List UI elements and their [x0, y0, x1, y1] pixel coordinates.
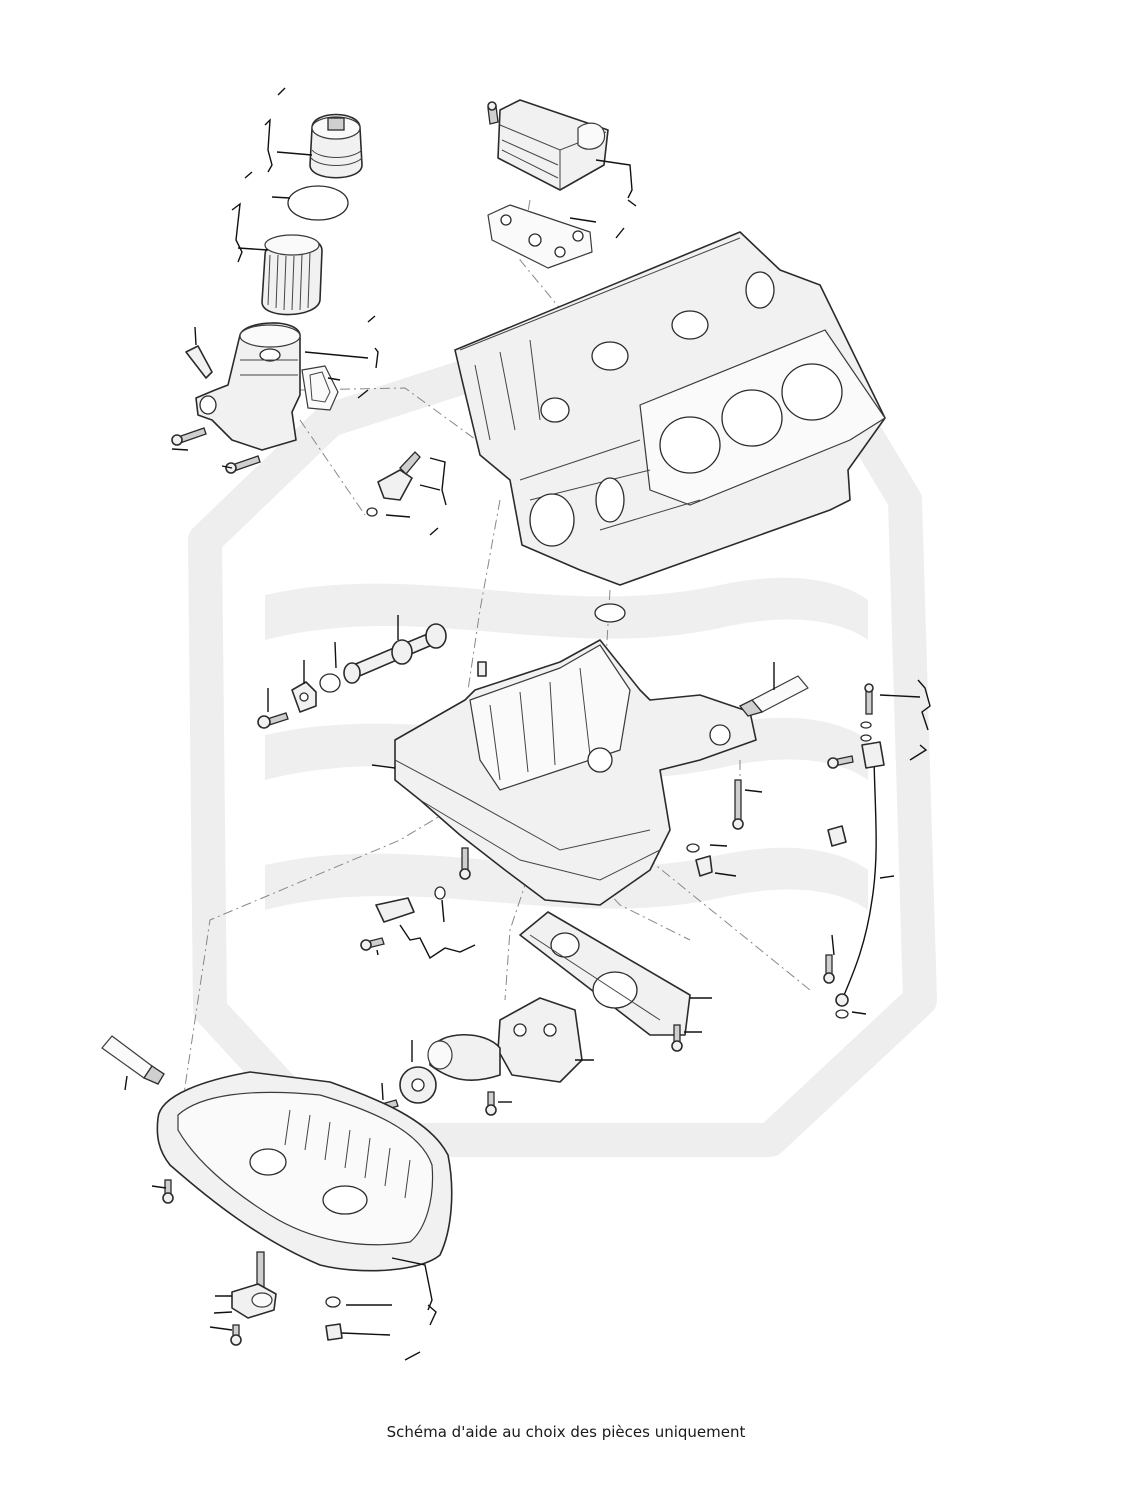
upper-o-ring	[594, 603, 626, 623]
pan-bolt-lower	[162, 1179, 174, 1204]
callout-lines	[124, 87, 931, 1361]
oil-filter-housing	[195, 322, 301, 451]
cover-bolt	[257, 712, 289, 729]
drain-plug-lower	[325, 1296, 343, 1341]
diagram-caption: Schéma d'aide au choix des pièces unique…	[386, 1423, 746, 1441]
bottom-level-sensor	[230, 1251, 277, 1346]
shaft-o-ring	[319, 673, 341, 693]
oil-pump	[427, 997, 583, 1083]
o-ring-large	[287, 185, 349, 221]
oil-level-sensor	[360, 886, 446, 951]
lower-oil-pan	[156, 1071, 453, 1272]
dipstick-clip	[827, 825, 847, 847]
temperature-sensor	[185, 345, 213, 379]
dowel-sleeve	[477, 661, 487, 677]
pressure-switch	[366, 451, 421, 517]
dipstick-tube	[835, 683, 885, 1019]
shaft-cover	[291, 681, 317, 713]
pan-bolt-vertical	[459, 847, 471, 880]
oil-cooler	[487, 99, 609, 191]
housing-gasket	[301, 365, 339, 411]
housing-bolts	[171, 427, 261, 474]
long-bolt	[732, 779, 744, 830]
baffle-bolt	[671, 1024, 683, 1052]
dipstick-bolts	[823, 755, 854, 984]
baffle-plate	[519, 911, 691, 1036]
upper-oil-pan	[394, 639, 757, 906]
sealant-tube-lower	[101, 1035, 165, 1085]
oil-filter-element	[261, 234, 323, 316]
intermediate-shaft	[343, 623, 447, 684]
oil-filter-cap	[309, 113, 363, 179]
exploded-parts-diagram	[101, 87, 937, 1361]
sealant-tube-upper	[738, 675, 809, 717]
oil-cooler-gasket	[487, 204, 593, 269]
engine-block	[454, 231, 886, 586]
pump-sprocket	[399, 1066, 437, 1104]
drain-plug-upper	[686, 843, 713, 877]
